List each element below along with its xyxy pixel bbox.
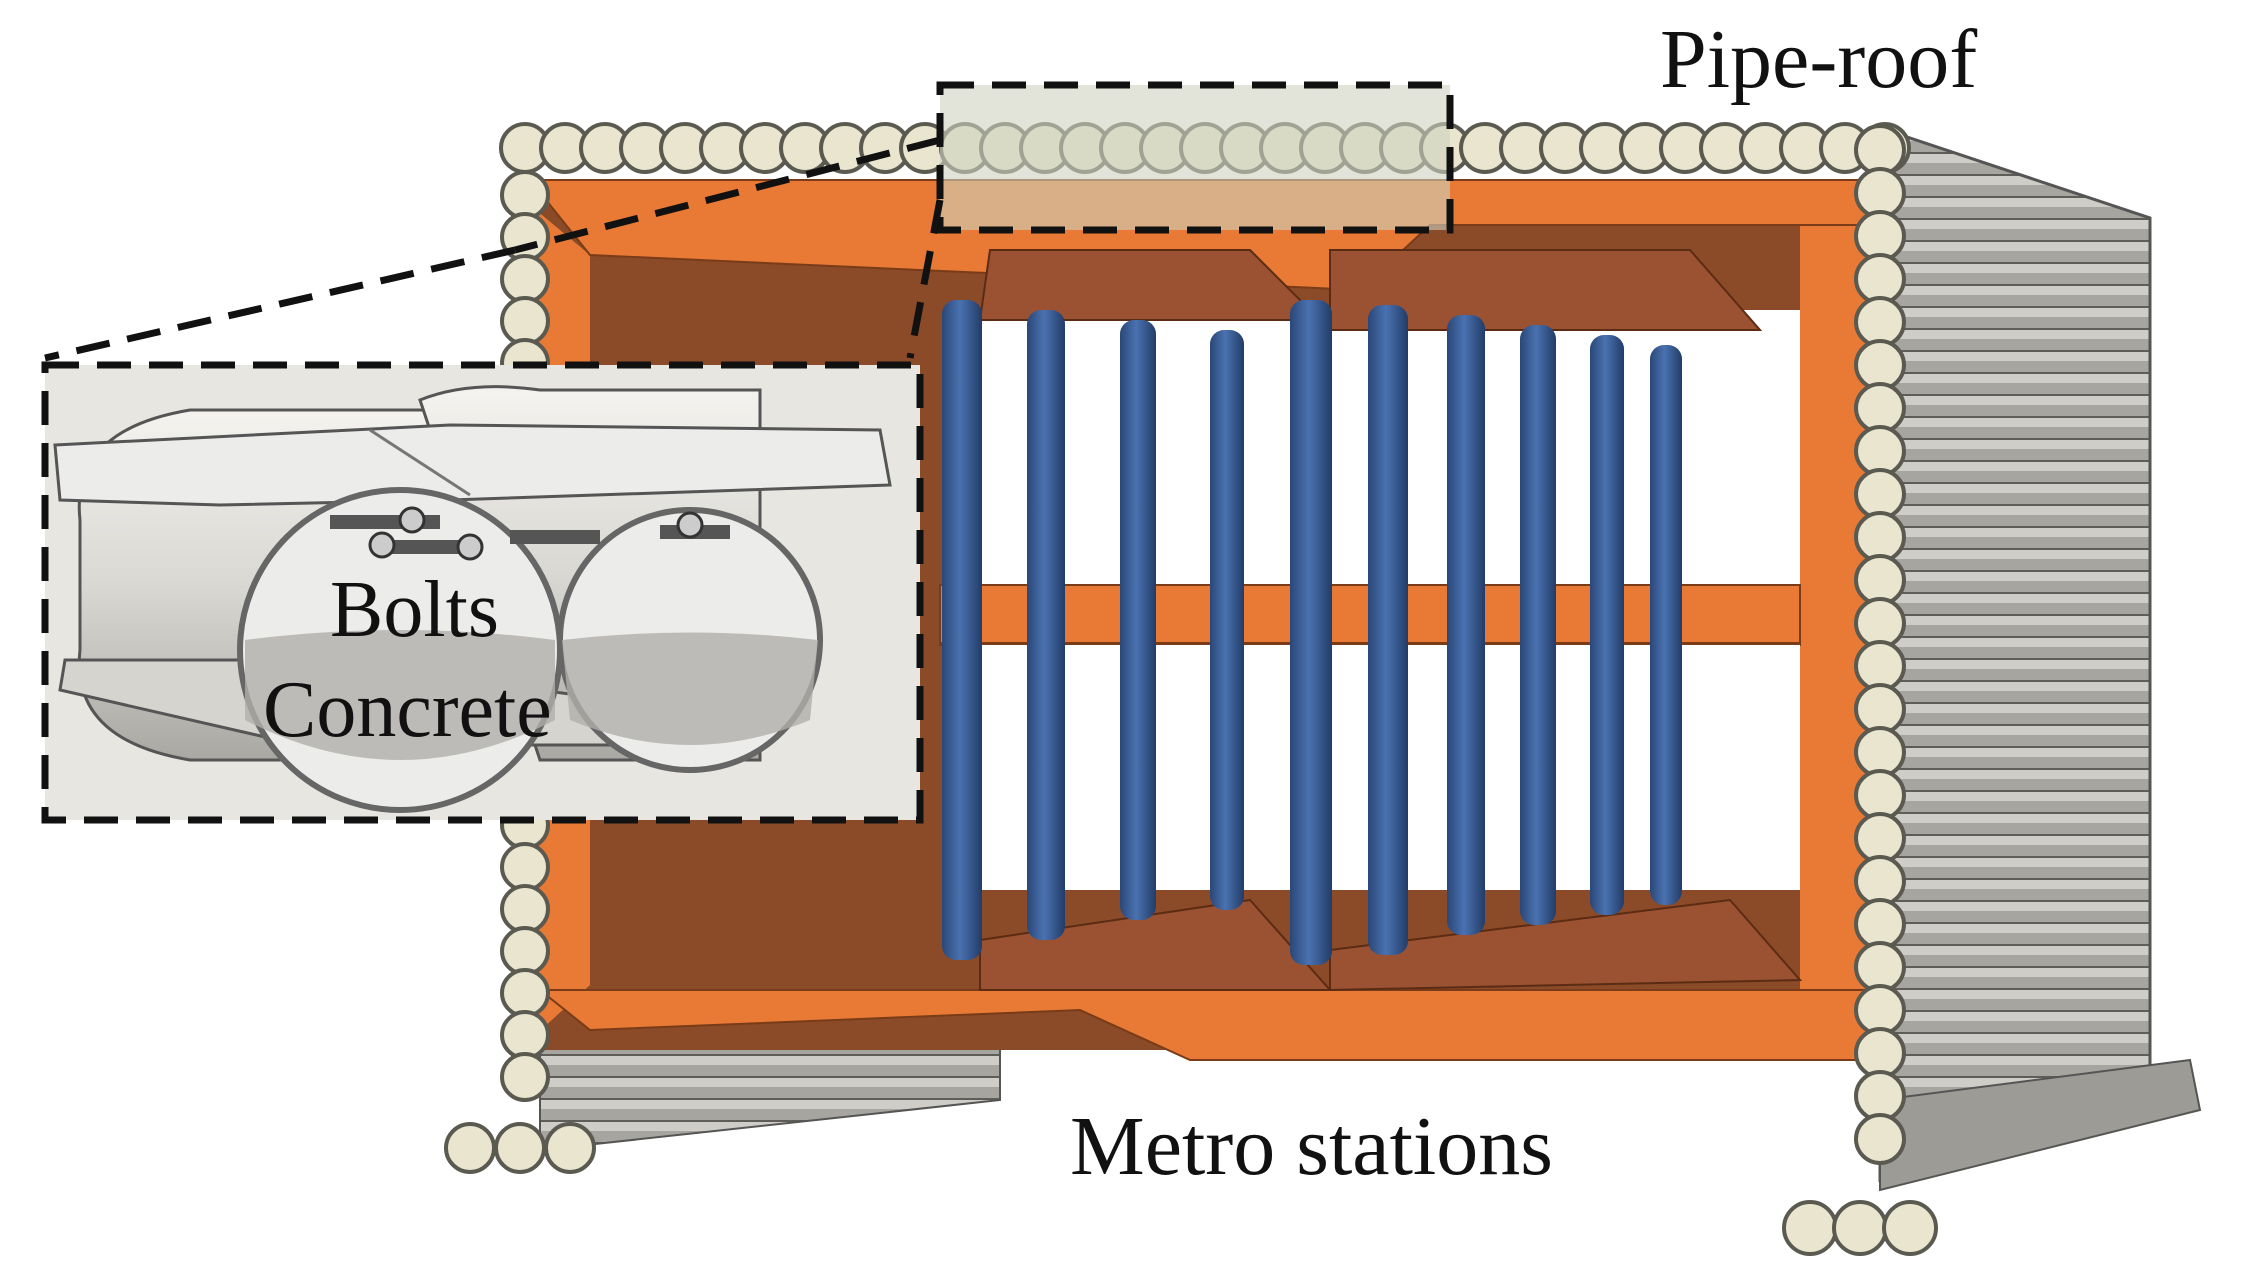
right-wall-pipe: [1854, 511, 1906, 563]
right-wall-pipe: [1854, 941, 1906, 993]
right-wall-pipe: [1854, 726, 1906, 778]
right-wall-pipe: [1854, 984, 1906, 1036]
inset-detail: [41, 361, 924, 824]
right-wall-pipe: [1854, 296, 1906, 348]
right-wall-pipe: [1854, 468, 1906, 520]
right-wall-pipe: [1854, 554, 1906, 606]
left-wall-pipe: [500, 926, 550, 976]
right-wall-pipe: [1854, 640, 1906, 692]
right-wall-pipe: [1854, 382, 1906, 434]
right-wall-pipe: [1854, 855, 1906, 907]
base-pipe-left: [544, 1122, 596, 1174]
side-pipe-wall-right: [1878, 125, 2202, 1192]
right-wall-pipe: [1854, 1027, 1906, 1079]
left-wall-pipe: [500, 296, 550, 346]
right-wall-pipe: [1854, 210, 1906, 262]
right-wall-pipe: [1854, 124, 1906, 176]
base-pipe-right: [1882, 1200, 1938, 1256]
right-wall-pipe: [1854, 597, 1906, 649]
left-wall-pipe: [500, 1010, 550, 1060]
left-wall-pipe: [500, 1052, 550, 1102]
right-wall-pipe: [1854, 1070, 1906, 1122]
right-wall-pipe: [1854, 167, 1906, 219]
right-wall-pipe: [1854, 812, 1906, 864]
right-wall-pipe: [1854, 339, 1906, 391]
base-pipe-right: [1782, 1200, 1838, 1256]
right-wall-pipe: [1854, 425, 1906, 477]
left-wall-pipe: [500, 254, 550, 304]
right-wall-pipe: [1854, 683, 1906, 735]
left-wall-pipe: [500, 968, 550, 1018]
top-plate: [53, 423, 892, 507]
station-columns: [942, 300, 1682, 965]
bolts-detail: [330, 506, 730, 561]
metro-stations-label: Metro stations: [1070, 1100, 1553, 1193]
callout-line-left: [44, 246, 516, 362]
callout-line-bottom: [906, 199, 944, 359]
left-wall-pipe: [500, 842, 550, 892]
bolts-label: Bolts: [330, 566, 499, 654]
right-wall-pipe: [1854, 769, 1906, 821]
concrete-label: Concrete: [263, 666, 552, 754]
callout-line-top: [514, 136, 941, 254]
base-pipe-left: [444, 1122, 496, 1174]
left-wall-pipe: [500, 170, 550, 220]
base-pipe-right: [1832, 1200, 1888, 1256]
left-wall-pipe: [500, 884, 550, 934]
right-wall-pipe: [1854, 253, 1906, 305]
base-pipe-left: [494, 1122, 546, 1174]
right-wall-pipe: [1854, 1113, 1906, 1165]
highlight-region: [936, 81, 1454, 234]
right-wall-pipe: [1854, 898, 1906, 950]
pipe-roof-label: Pipe-roof: [1660, 13, 1978, 106]
